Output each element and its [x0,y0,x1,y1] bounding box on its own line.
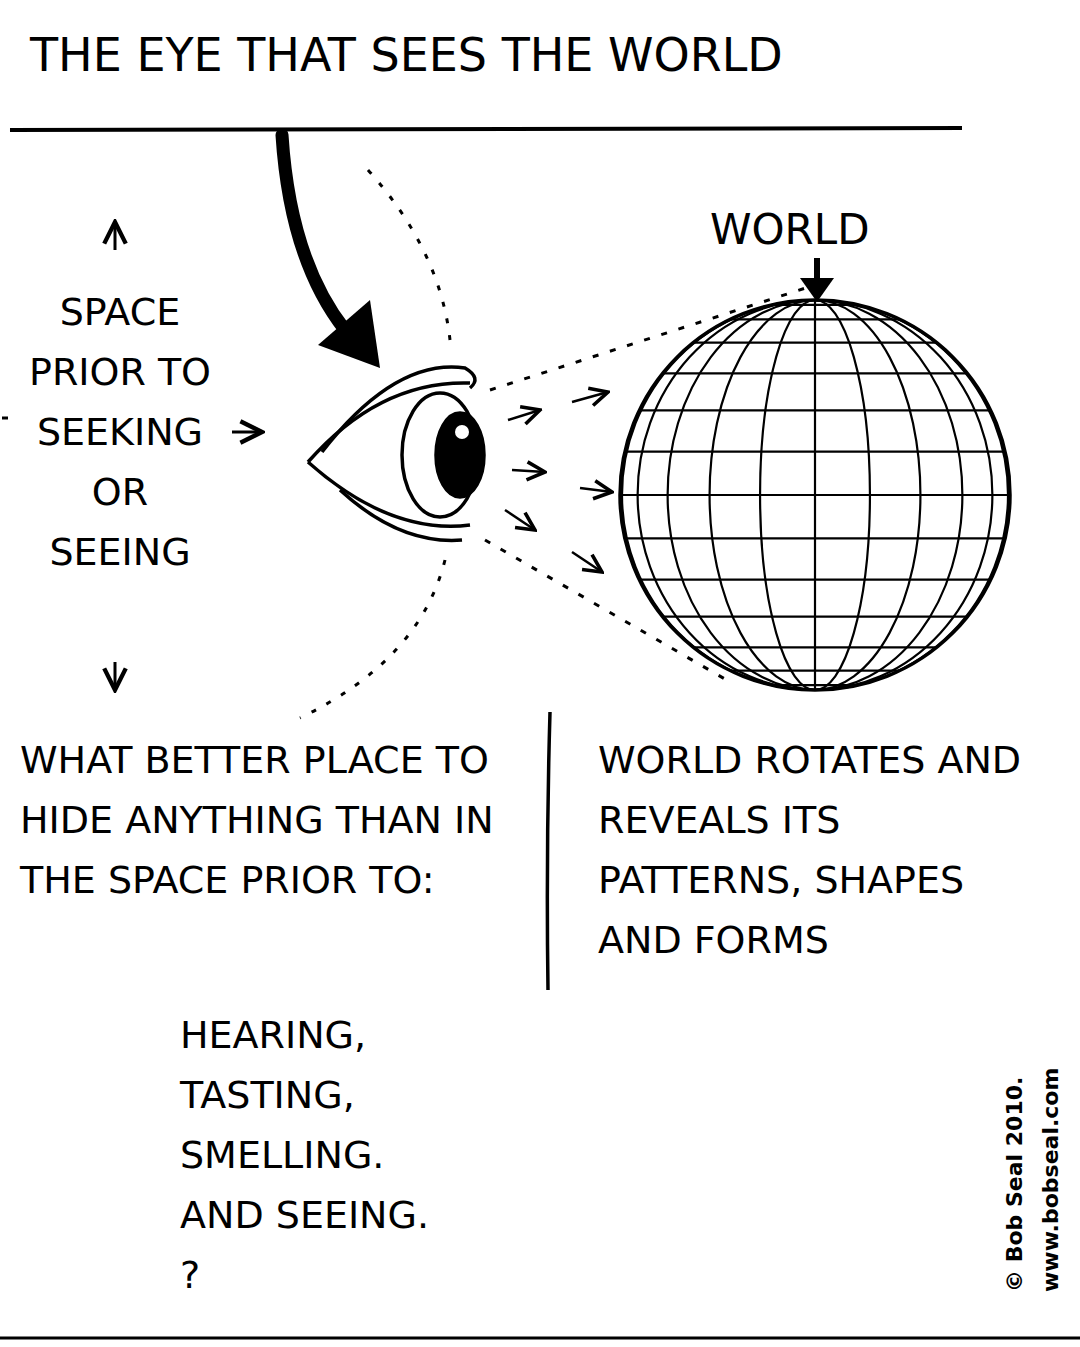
space-note: SPACE PRIOR TO SEEKING OR SEEING [25,282,215,582]
globe-label: WORLD [710,205,870,254]
down-arrow [114,662,117,690]
copyright: © Bob Seal 2010. [1000,1077,1030,1292]
tick [2,417,8,420]
right-arrow [232,431,262,434]
dashed-arc [300,170,450,718]
globe: WORLD [610,205,1020,705]
pointer-arrowhead [318,300,380,368]
world-note: WORLD ROTATES AND REVEALS ITS PATTERNS, … [598,730,1048,970]
website: www.bobseal.com [1036,1068,1066,1292]
sight-arrows [505,392,612,572]
eye [308,367,484,540]
senses-list: HEARING, TASTING, SMELLING. AND SEEING. … [180,1005,460,1305]
title: THE EYE THAT SEES THE WORLD [30,28,783,82]
question-text: WHAT BETTER PLACE TO HIDE ANYTHING THAN … [20,730,540,910]
title-underline [10,128,962,130]
frame-line [0,1337,1080,1340]
up-arrow [114,222,117,250]
globe-outline [610,205,1020,705]
divider [547,712,550,990]
sight-line [485,540,730,682]
pointer-arrow [282,135,345,330]
